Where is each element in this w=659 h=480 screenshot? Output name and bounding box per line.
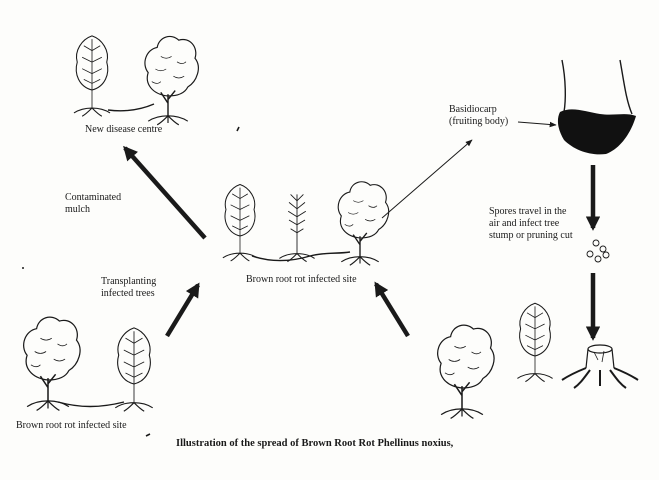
basidiocarp-label: Basidiocarp (fruiting body) bbox=[449, 104, 509, 127]
oval-tree-icon bbox=[73, 35, 111, 117]
transplanting-label: Transplanting infected trees bbox=[101, 276, 157, 299]
contaminated-mulch-label: Contaminated mulch bbox=[65, 192, 122, 215]
arrow-mulch bbox=[123, 145, 207, 240]
spores-icon bbox=[586, 239, 610, 263]
arrow-transplanting bbox=[165, 282, 200, 338]
arrow-stump-to-site bbox=[374, 281, 410, 338]
oval-tree-icon bbox=[516, 302, 554, 383]
root-contact-icon bbox=[57, 401, 125, 408]
spores-label: Spores travel in the air and infect tree… bbox=[489, 206, 573, 241]
diseased-tree-icon bbox=[144, 35, 200, 126]
bottom-left-site-label: Brown root rot infected site bbox=[16, 420, 127, 431]
new-centre-label: New disease centre bbox=[85, 124, 163, 135]
centre-site-trees bbox=[222, 181, 390, 266]
tree-stump-icon bbox=[561, 344, 639, 389]
oval-tree-icon bbox=[114, 327, 154, 412]
root-contact-icon bbox=[107, 103, 155, 112]
trunk-outline-icon bbox=[561, 59, 567, 113]
diseased-tree-icon bbox=[22, 316, 81, 412]
new-centre-trees bbox=[73, 35, 200, 126]
root-contact-icon bbox=[251, 251, 351, 262]
figure-caption: Illustration of the spread of Brown Root… bbox=[176, 438, 454, 449]
basidiocarp-figure bbox=[557, 59, 636, 155]
arrow-site-to-basidiocarp bbox=[381, 139, 473, 219]
trunk-outline-icon bbox=[619, 59, 633, 115]
bottom-right-site bbox=[436, 302, 639, 420]
sapling-icon bbox=[278, 193, 316, 263]
fruiting-body-icon bbox=[557, 109, 636, 155]
bottom-left-site-trees bbox=[22, 316, 154, 412]
oval-tree-icon bbox=[222, 184, 258, 262]
scan-speck bbox=[22, 126, 240, 437]
diseased-tree-icon bbox=[436, 324, 495, 420]
centre-site-label: Brown root rot infected site bbox=[246, 274, 357, 285]
arrow-label-to-fruiting-body bbox=[517, 121, 557, 128]
